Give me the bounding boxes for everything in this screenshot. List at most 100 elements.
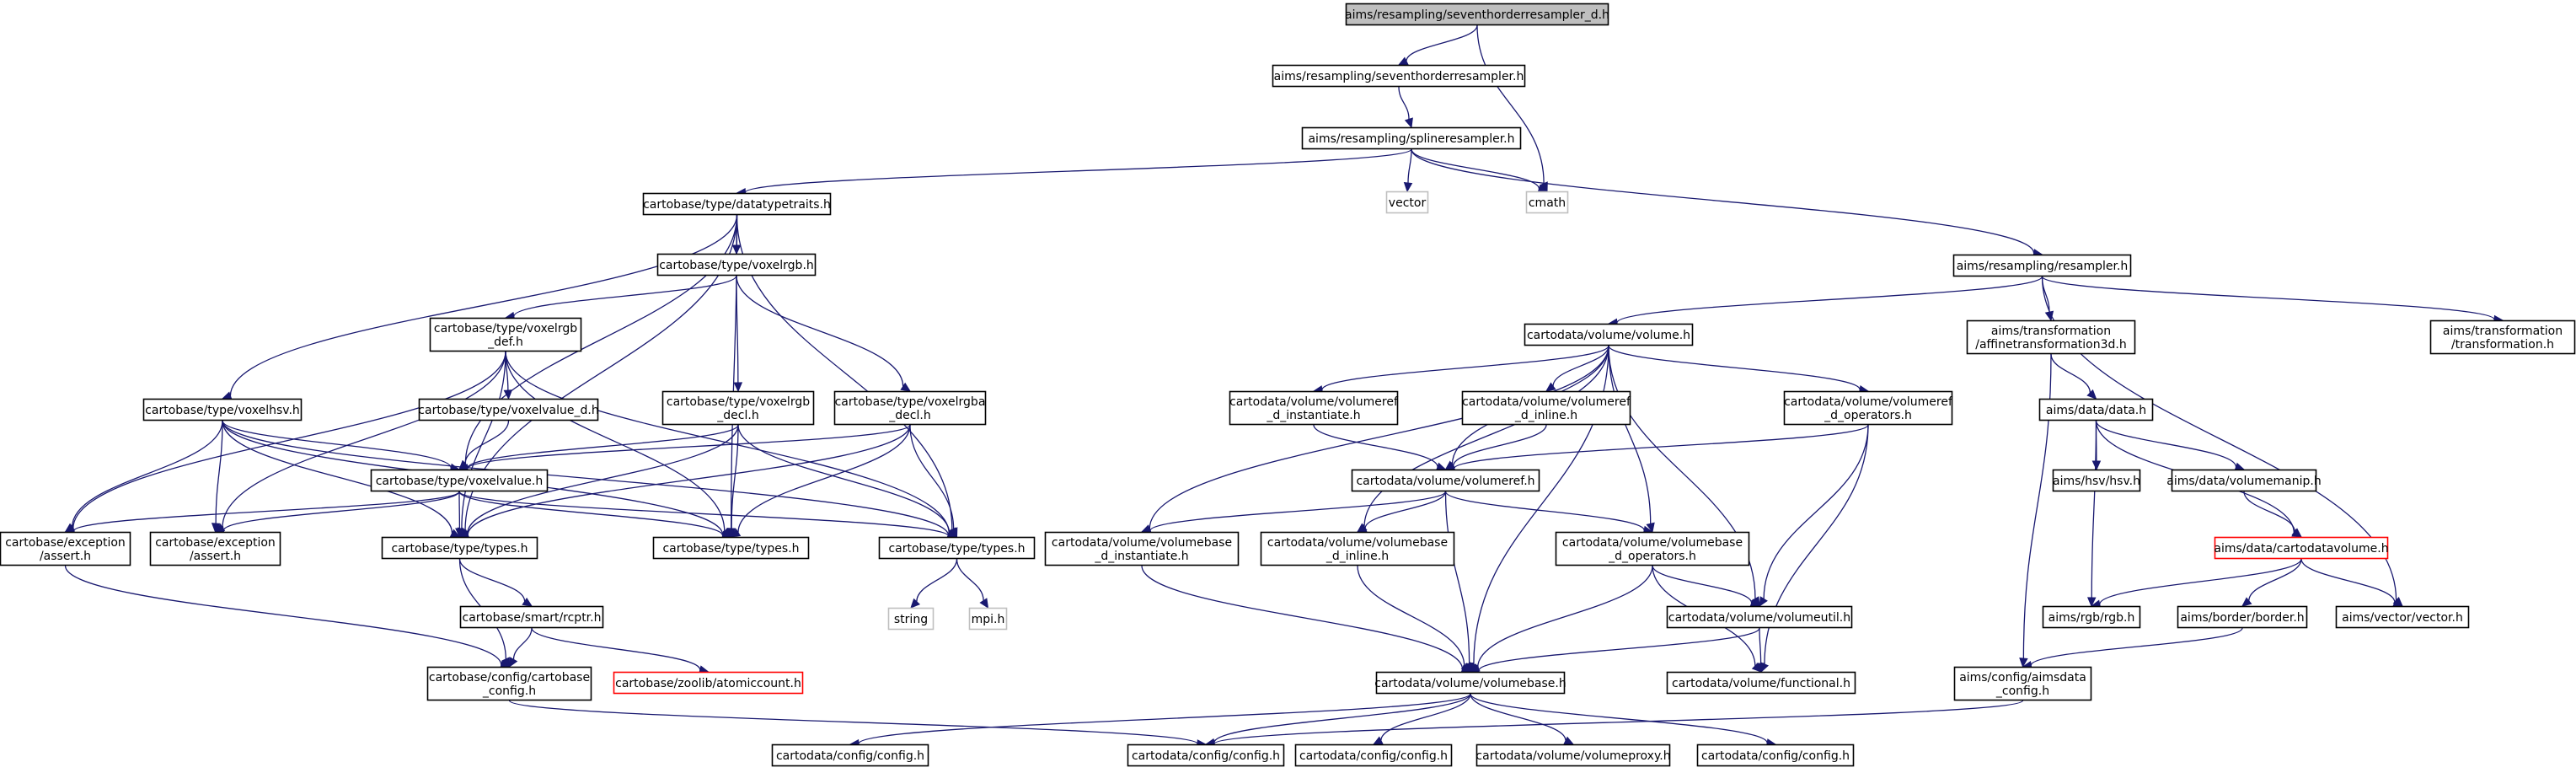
node-volumebase_d_inst[interactable]: cartodata/volume/volumebase_d_instantiat… (1044, 531, 1240, 566)
node-cd_config2[interactable]: cartodata/config/config.h (1127, 743, 1285, 767)
node-voxelvalue[interactable]: cartobase/type/voxelvalue.h (370, 469, 549, 492)
node-cd_config4[interactable]: cartodata/config/config.h (1696, 743, 1855, 767)
node-volumeref_d_inst[interactable]: cartodata/volume/volumeref_d_instantiate… (1229, 390, 1399, 426)
node-voxelrgb[interactable]: cartobase/type/voxelrgb.h (656, 253, 817, 276)
node-volumeref[interactable]: cartodata/volume/volumeref.h (1351, 469, 1540, 492)
edge-voxelrgb-to-voxelrgb_def (504, 275, 737, 321)
edge-border-to-aimsdata_config (2022, 627, 2243, 670)
node-label: cmath (1529, 196, 1566, 210)
node-voxelrgba_decl[interactable]: cartobase/type/voxelrgba_decl.h (833, 390, 987, 426)
edge-volumebase_d_inline-to-volumebase (1357, 565, 1471, 673)
edge-volumebase-to-cd_config4 (1470, 693, 1777, 748)
node-label: cartodata/volume/volumeref (1229, 395, 1399, 409)
node-cartobase_config[interactable]: cartobase/config/cartobase_config.h (426, 666, 592, 701)
node-root[interactable]: aims/resampling/seventhorderresampler_d.… (1345, 3, 1609, 26)
node-rcptr[interactable]: cartobase/smart/rcptr.h (459, 605, 604, 629)
node-box (426, 666, 592, 701)
node-rgb[interactable]: aims/rgb/rgb.h (2042, 605, 2141, 629)
node-box (656, 253, 817, 276)
node-voxelhsv[interactable]: cartobase/type/voxelhsv.h (142, 398, 303, 421)
node-datatypetraits[interactable]: cartobase/type/datatypetraits.h (642, 192, 832, 216)
node-functional[interactable]: cartodata/volume/functional.h (1666, 671, 1856, 695)
edge-cartodatavolume-to-border (2241, 558, 2302, 607)
node-transformation[interactable]: aims/transformation/transformation.h (2429, 319, 2576, 355)
node-exc_assert1[interactable]: cartobase/exception/assert.h (0, 531, 131, 566)
edge-cartodatavolume-to-rgb (2090, 558, 2302, 609)
edge-volumeref_d_ops-to-functional (1760, 424, 1869, 674)
edge-voxelrgb_decl-to-types_b (726, 424, 739, 539)
node-label: aims/data/volumemanip.h (2166, 475, 2321, 488)
node-hsv[interactable]: aims/hsv/hsv.h (2052, 469, 2141, 492)
node-volumebase_d_ops[interactable]: cartodata/volume/volumebase_d_operators.… (1555, 531, 1750, 566)
node-box (1696, 743, 1855, 767)
node-box (613, 671, 804, 695)
node-border[interactable]: aims/border/border.h (2177, 605, 2308, 629)
node-spline[interactable]: aims/resampling/splineresampler.h (1301, 126, 1522, 150)
node-aimsdata_config[interactable]: aims/config/aimsdata_config.h (1953, 666, 2092, 701)
node-volumebase[interactable]: cartodata/volume/volumebase.h (1374, 671, 1566, 695)
node-exc_assert2[interactable]: cartobase/exception/assert.h (149, 531, 281, 566)
node-label: cartobase/exception (155, 536, 276, 550)
node-box (2335, 605, 2470, 629)
edge-volumebase-to-cd_config2 (1204, 693, 1471, 748)
node-label: _d_inline.h (1325, 550, 1389, 563)
node-volume[interactable]: cartodata/volume/volume.h (1524, 323, 1694, 346)
node-box (149, 531, 281, 566)
node-volumeutil[interactable]: cartodata/volume/volumeutil.h (1666, 605, 1853, 629)
node-affine[interactable]: aims/transformation/affinetransformation… (1966, 319, 2136, 355)
edge-volumebase-to-cd_config3 (1372, 693, 1471, 745)
node-types_c[interactable]: cartobase/type/types.h (878, 536, 1036, 560)
edge-data-to-rgb (2086, 420, 2097, 608)
node-cd_config3[interactable]: cartodata/config/config.h (1294, 743, 1453, 767)
node-box (142, 398, 303, 421)
node-types_a[interactable]: cartobase/type/types.h (381, 536, 538, 560)
node-label: /assert.h (40, 550, 91, 563)
node-box (429, 317, 582, 352)
node-cd_config1[interactable]: cartodata/config/config.h (771, 743, 929, 767)
node-label: aims/vector/vector.h (2342, 611, 2463, 625)
node-label: aims/hsv/hsv.h (2053, 475, 2140, 488)
edge-spline-to-vector (1403, 148, 1413, 193)
node-label: aims/resampling/seventhorderresampler_d.… (1345, 8, 1609, 22)
node-box (1555, 531, 1750, 566)
node-voxelrgb_decl[interactable]: cartobase/type/voxelrgb_decl.h (661, 390, 815, 426)
node-label: aims/data/cartodatavolume.h (2214, 542, 2388, 556)
edge-volume-to-volumebase_d_inst (1140, 345, 1609, 534)
node-voxelrgb_def[interactable]: cartobase/type/voxelrgb_def.h (429, 317, 582, 352)
node-box (1524, 323, 1694, 346)
edge-volumemanip-to-cartodatavolume (2243, 491, 2302, 538)
node-label: cartobase/type/voxelrgba (835, 395, 986, 409)
node-volumemanip[interactable]: aims/data/volumemanip.h (2166, 469, 2322, 492)
node-volumeref_d_inline[interactable]: cartodata/volume/volumeref_d_inline.h (1461, 390, 1631, 426)
node-box (2214, 536, 2389, 560)
edge-resampler-to-transformation (2041, 276, 2504, 325)
node-seventh[interactable]: aims/resampling/seventhorderresampler.h (1272, 64, 1526, 88)
node-types_b[interactable]: cartobase/type/types.h (652, 536, 810, 560)
edge-resampler-to-volume (1607, 276, 2043, 328)
node-atomiccount[interactable]: cartobase/zoolib/atomiccount.h (613, 671, 804, 695)
node-voxelvalue_d[interactable]: cartobase/type/voxelvalue_d.h (418, 398, 599, 421)
edge-volumebase_d_ops-to-volumeutil (1652, 565, 1761, 608)
node-box (2052, 469, 2141, 492)
edge-datatypetraits-to-voxelhsv (221, 214, 738, 400)
edge-voxelvalue-to-types_c (458, 491, 958, 541)
graph-edges (64, 24, 2504, 749)
node-aimsvector[interactable]: aims/vector/vector.h (2335, 605, 2470, 629)
node-volumeref_d_ops[interactable]: cartodata/volume/volumeref_d_operators.h (1783, 390, 1953, 426)
node-label: cartodata/volume/volumeref (1462, 395, 1631, 409)
node-label: cartodata/volume/volumeutil.h (1668, 611, 1850, 625)
node-volumebase_d_inline[interactable]: cartodata/volume/volumebase_d_inline.h (1260, 531, 1455, 566)
node-vector: vector (1385, 191, 1429, 214)
node-label: cartobase/smart/rcptr.h (463, 611, 602, 625)
edge-voxelvalue-to-exc_assert2 (214, 491, 460, 535)
node-box (1229, 390, 1399, 426)
node-resampler[interactable]: aims/resampling/resampler.h (1952, 254, 2132, 277)
node-label: _decl.h (888, 409, 930, 422)
node-cartodatavolume[interactable]: aims/data/cartodatavolume.h (2214, 536, 2389, 560)
node-label: cartodata/volume/volumebase (1052, 536, 1232, 550)
node-label: aims/rgb/rgb.h (2048, 611, 2135, 625)
node-volumeproxy[interactable]: cartodata/volume/volumeproxy.h (1475, 743, 1671, 767)
edge-voxelvalue-to-types_a (455, 491, 464, 539)
node-label: _config.h (482, 684, 536, 698)
node-data[interactable]: aims/data/data.h (2038, 398, 2154, 421)
